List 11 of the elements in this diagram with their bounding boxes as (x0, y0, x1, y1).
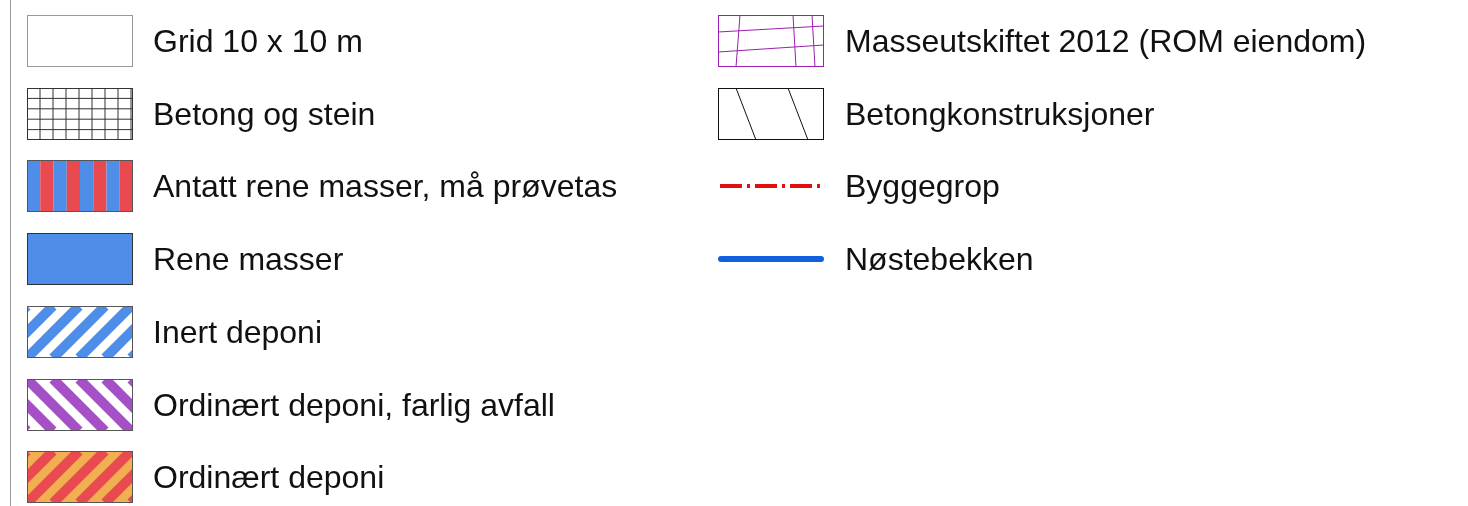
legend-label: Rene masser (153, 241, 344, 278)
legend-label: Betongkonstruksjoner (845, 95, 1155, 132)
legend-label: Inert deponi (153, 313, 322, 350)
legend-label: Ordinært deponi, farlig avfall (153, 386, 555, 423)
legend-label: Masseutskiftet 2012 (ROM eiendom) (845, 23, 1367, 59)
legend-label: Grid 10 x 10 m (153, 23, 363, 59)
legend-label: Ordinært deponi (153, 459, 385, 496)
legend-label: Byggegrop (845, 168, 1000, 205)
legend-label: Nøstebekken (845, 241, 1034, 278)
legend-label: Betong og stein (153, 95, 376, 132)
legend-label: Antatt rene masser, må prøvetas (153, 168, 618, 205)
